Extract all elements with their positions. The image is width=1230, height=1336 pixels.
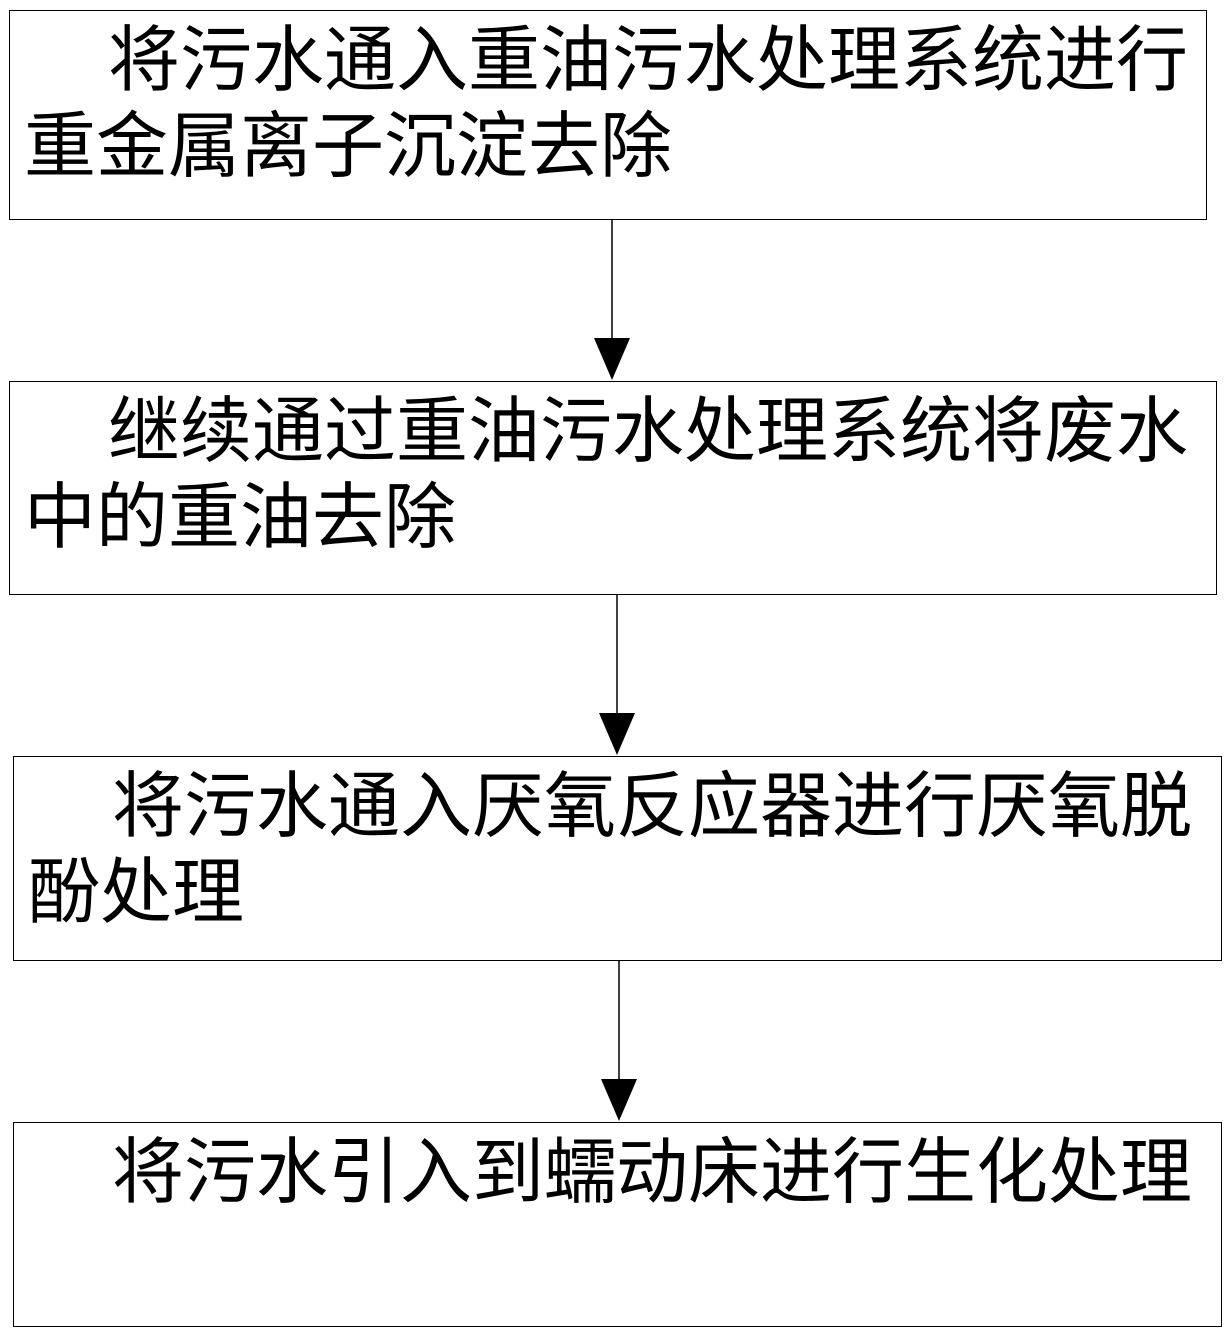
arrow-1-head [594,338,630,380]
arrow-3-head [601,1079,637,1121]
step-box-4: 将污水引入到蠕动床进行生化处理 [13,1122,1222,1327]
step-box-3: 将污水通入厌氧反应器进行厌氧脱酚处理 [13,756,1222,961]
arrow-2 [599,595,635,755]
arrow-2-head [599,713,635,755]
step-text-3: 将污水通入厌氧反应器进行厌氧脱酚处理 [28,764,1193,934]
arrow-1 [594,220,630,380]
step-box-1: 将污水通入重油污水处理系统进行重金属离子沉淀去除 [9,10,1207,220]
step-text-4: 将污水引入到蠕动床进行生化处理 [112,1130,1193,1214]
step-text-1: 将污水通入重油污水处理系统进行重金属离子沉淀去除 [24,18,1189,188]
arrow-3 [601,961,637,1121]
step-box-2: 继续通过重油污水处理系统将废水中的重油去除 [9,381,1217,595]
step-text-2: 继续通过重油污水处理系统将废水中的重油去除 [24,389,1189,559]
